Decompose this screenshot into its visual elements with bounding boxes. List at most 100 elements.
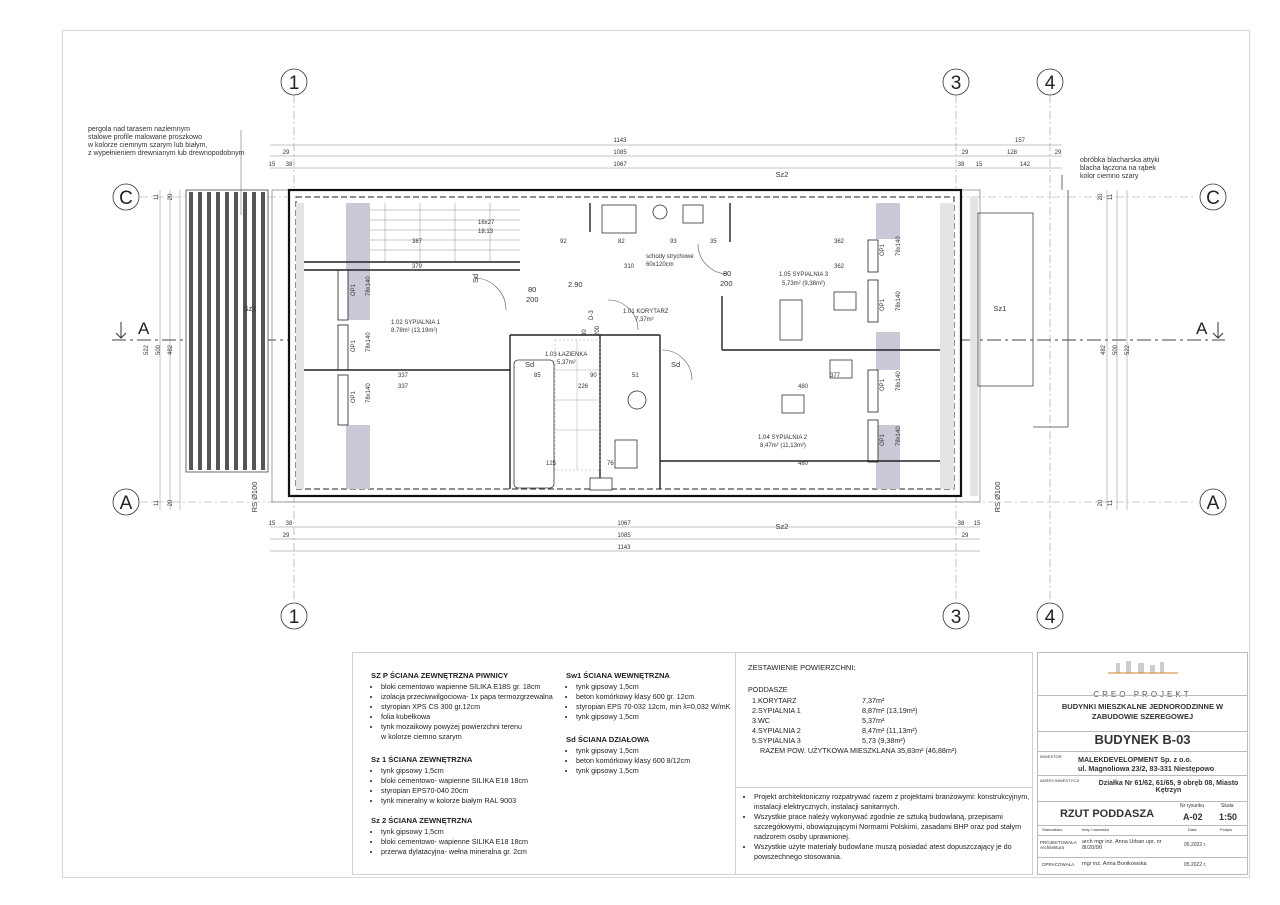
svg-text:15: 15 (269, 521, 276, 527)
svg-text:128: 128 (1007, 150, 1018, 156)
tb-location-row: ADRES INWESTYCJI Działka Nr 61/62, 61/65… (1038, 775, 1247, 802)
svg-text:OP1: OP1 (880, 433, 886, 446)
svg-text:92: 92 (560, 239, 567, 245)
area-row-3-name: 3.WC (752, 716, 770, 725)
svg-text:78x140: 78x140 (896, 371, 902, 391)
svg-text:200: 200 (526, 295, 539, 304)
svg-text:20: 20 (1098, 193, 1104, 200)
svg-text:337: 337 (398, 384, 409, 390)
grid-bubble-A-right (1199, 488, 1227, 516)
svg-text:51: 51 (632, 373, 639, 379)
svg-text:38: 38 (286, 162, 293, 168)
spec-sz-p: SZ P ŚCIANA ZEWNĘTRZNA PIWNICY bloki cem… (371, 671, 561, 742)
area-summary-title: ZESTAWIENIE POWIERZCHNI: (748, 663, 856, 672)
svg-text:522: 522 (1125, 344, 1131, 355)
svg-text:29: 29 (962, 533, 969, 539)
grid-label-3-bottom: 3 (951, 607, 962, 628)
room-1-05: 1.05 SYPIALNIA 3 (779, 272, 829, 278)
general-notes-box: Projekt architektoniczny rozpatrywać raz… (735, 787, 1033, 875)
area-row-2-name: 2.SYPIALNIA 1 (752, 706, 801, 715)
pergola-note: pergola nad tarasem naziemnym stalowe pr… (88, 126, 245, 157)
svg-text:500: 500 (156, 344, 162, 355)
svg-text:schody strychowe: schody strychowe (646, 254, 694, 260)
section-label-left: A (138, 319, 150, 338)
svg-text:11: 11 (1108, 193, 1114, 200)
svg-text:29: 29 (283, 533, 290, 539)
svg-text:15: 15 (976, 162, 983, 168)
grid-bubble-C-left (112, 183, 140, 211)
svg-text:226: 226 (578, 384, 589, 390)
section-arrow-right (1212, 322, 1224, 339)
svg-text:78x140: 78x140 (896, 291, 902, 311)
tb-investor-row: INWESTOR MALEKDEVELOPMENT Sp. z o.o. ul.… (1038, 751, 1247, 776)
svg-text:1085: 1085 (617, 533, 631, 539)
svg-text:387: 387 (412, 239, 423, 245)
grid-label-4-bottom: 4 (1045, 607, 1056, 628)
building (271, 175, 1069, 503)
svg-text:377: 377 (830, 373, 841, 379)
svg-text:80: 80 (723, 269, 731, 278)
svg-text:29: 29 (962, 150, 969, 156)
tb-drawing-row: RZUT PODDASZA Nr rysunku A-02 Skala 1:50 (1038, 801, 1247, 826)
grid-label-C-right: C (1206, 188, 1220, 209)
pergola (185, 130, 269, 473)
dim-text-sides: 11 20 522 500 482 20 11 11 20 482 500 52… (144, 193, 1131, 506)
svg-text:Sz2: Sz2 (776, 522, 789, 531)
grid-bubbles: 1 3 4 1 3 4 C C A A A A (112, 68, 1227, 630)
svg-text:5,37m²: 5,37m² (557, 360, 576, 366)
area-row-1-name: 1.KORYTARZ (752, 696, 797, 705)
section-label-right: A (1196, 319, 1208, 338)
svg-text:11: 11 (154, 193, 160, 200)
company-logo: CREO PROJEKT (1038, 659, 1247, 699)
svg-text:OP1: OP1 (351, 390, 357, 403)
spec-sz-1: Sz 1 ŚCIANA ZEWNĘTRZNA tynk gipsowy 1,5c… (371, 755, 561, 806)
svg-text:OP1: OP1 (351, 283, 357, 296)
svg-text:1067: 1067 (613, 162, 627, 168)
area-row-5-name: 5.SYPIALNIA 3 (752, 736, 801, 745)
plan-labels: schody strychowe 60x120cm 16x27 18;13 2.… (351, 220, 902, 446)
room-1-02: 1.02 SYPIALNIA 1 (391, 320, 441, 326)
svg-text:5,73m² (9,38m²): 5,73m² (9,38m²) (782, 281, 825, 287)
svg-text:80: 80 (528, 285, 536, 294)
svg-text:18;13: 18;13 (478, 229, 494, 235)
grid-label-1-top: 1 (289, 73, 300, 94)
svg-text:362: 362 (834, 239, 845, 245)
title-block: CREO PROJEKT BUDYNKI MIESZKALNE JEDNOROD… (1037, 652, 1248, 875)
area-row-5-value: 5,73 (9,38m²) (862, 736, 906, 745)
svg-text:142: 142 (1020, 162, 1031, 168)
svg-text:OP1: OP1 (880, 298, 886, 311)
spec-sz-2: Sz 2 ŚCIANA ZEWNĘTRZNA tynk gipsowy 1,5c… (371, 816, 561, 857)
svg-text:20: 20 (1098, 499, 1104, 506)
svg-text:2.90: 2.90 (568, 280, 583, 289)
svg-text:OP1: OP1 (880, 243, 886, 256)
svg-text:522: 522 (144, 344, 150, 355)
room-labels: 1.01 KORYTARZ 7,37m² 1.02 SYPIALNIA 1 8,… (391, 272, 829, 449)
svg-text:379: 379 (412, 264, 423, 270)
svg-text:362: 362 (834, 264, 845, 270)
grid-bubble-1-bottom (280, 602, 308, 630)
grid-label-3-top: 3 (951, 73, 962, 94)
svg-text:337: 337 (398, 373, 409, 379)
room-1-04: 1.04 SYPIALNIA 2 (758, 435, 808, 441)
grid-label-1-bottom: 1 (289, 607, 300, 628)
area-total: RAZEM POW. UŻYTKOWA MIESZKLANA 35,83m² (… (760, 746, 957, 755)
svg-text:310: 310 (624, 264, 635, 270)
area-row-1-value: 7,37m² (862, 696, 885, 705)
grid-label-A-left: A (120, 493, 133, 514)
svg-text:1085: 1085 (613, 150, 627, 156)
svg-text:78x140: 78x140 (896, 236, 902, 256)
grid-label-A-right: A (1207, 493, 1220, 514)
grid-label-C-left: C (119, 188, 133, 209)
svg-text:29: 29 (283, 150, 290, 156)
svg-text:D-3: D-3 (589, 310, 595, 320)
svg-text:125: 125 (546, 461, 557, 467)
svg-text:93: 93 (670, 239, 677, 245)
tb-building-row: BUDYNEK B-03 (1038, 731, 1247, 750)
svg-text:RS Ø100: RS Ø100 (250, 482, 259, 513)
svg-text:Sd: Sd (525, 360, 534, 369)
grid-bubble-3-bottom (942, 602, 970, 630)
svg-text:11: 11 (1108, 499, 1114, 506)
svg-text:200: 200 (595, 325, 601, 336)
svg-text:1143: 1143 (614, 138, 628, 144)
